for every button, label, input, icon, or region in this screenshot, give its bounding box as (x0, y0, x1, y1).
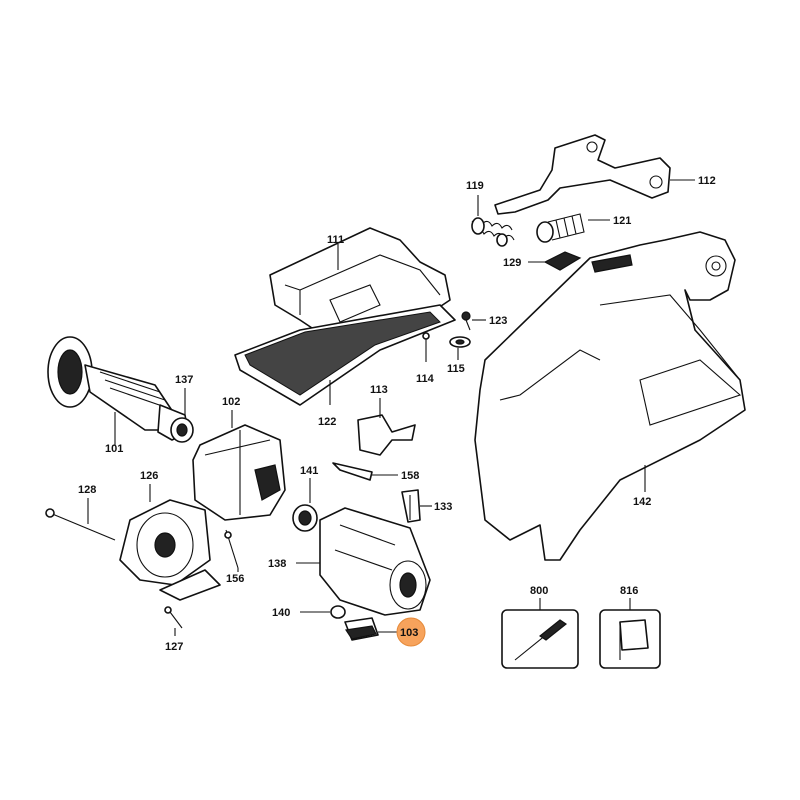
part-158-clip[interactable] (332, 462, 373, 481)
callout-126: 126 (140, 470, 158, 482)
part-142-housing[interactable] (474, 231, 746, 561)
part-102-field[interactable] (192, 424, 286, 521)
callout-128: 128 (78, 484, 96, 496)
part-112-bracket[interactable] (494, 134, 671, 215)
part-140-washer[interactable] (330, 605, 346, 619)
part-122-filter[interactable] (234, 304, 456, 406)
part-101-armature[interactable] (47, 336, 189, 441)
part-115-washer[interactable] (449, 336, 471, 348)
callout-137: 137 (175, 374, 193, 386)
part-103-brush[interactable] (344, 617, 379, 641)
callout-114: 114 (416, 373, 435, 385)
part-113-trigger[interactable] (357, 414, 416, 456)
callout-141: 141 (300, 465, 318, 477)
part-141-bearing[interactable] (292, 504, 318, 532)
part-114-pin[interactable] (422, 332, 430, 362)
callout-111: 111 (327, 234, 344, 246)
callout-156: 156 (226, 573, 244, 585)
part-129-plate[interactable] (543, 251, 582, 271)
callout-123: 123 (489, 315, 507, 327)
part-121-spring[interactable] (536, 213, 585, 243)
part-138-motor-housing[interactable] (319, 507, 431, 616)
callout-800: 800 (530, 585, 548, 597)
part-133-brush-holder[interactable] (401, 489, 421, 523)
part-800-tool-box[interactable] (501, 609, 579, 669)
callout-103: 103 (400, 627, 418, 639)
callout-119: 119 (466, 180, 484, 192)
part-126-endplate[interactable] (119, 499, 221, 601)
callout-121: 121 (613, 215, 631, 227)
part-816-manual-box[interactable] (599, 609, 661, 669)
callout-140: 140 (272, 607, 290, 619)
callout-129: 129 (503, 257, 521, 269)
callout-142: 142 (633, 496, 651, 508)
part-119-spring[interactable] (471, 217, 515, 247)
callout-113: 113 (370, 384, 388, 396)
part-128-screw[interactable] (45, 508, 116, 541)
callout-122: 122 (318, 416, 336, 428)
part-137-bearing[interactable] (170, 417, 194, 443)
callout-127: 127 (165, 641, 183, 653)
callout-158: 158 (401, 470, 419, 482)
callout-115: 115 (447, 363, 465, 375)
callout-112: 112 (698, 175, 716, 187)
highlight-marker (396, 617, 426, 647)
callout-102: 102 (222, 396, 240, 408)
part-123-screw[interactable] (461, 311, 471, 331)
callout-133: 133 (434, 501, 452, 513)
part-156-screw[interactable] (224, 529, 239, 569)
part-127-screw[interactable] (164, 606, 183, 629)
callout-101: 101 (105, 443, 123, 455)
callout-816: 816 (620, 585, 638, 597)
callout-138: 138 (268, 558, 286, 570)
